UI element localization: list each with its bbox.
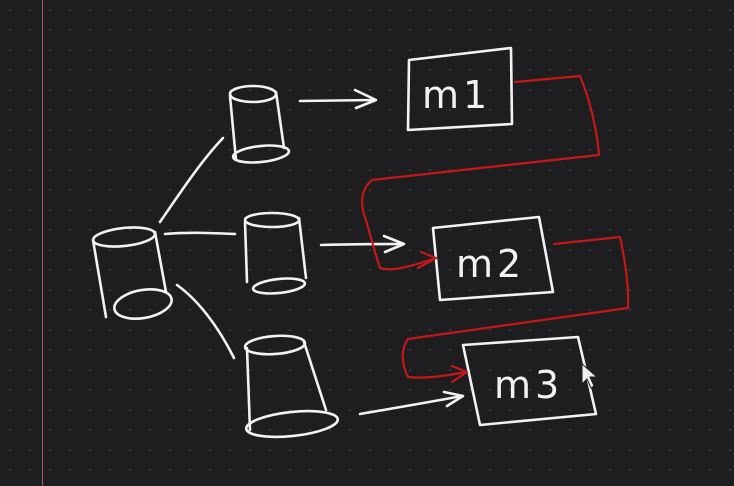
model-label-m1: m1 (422, 73, 491, 117)
branch-lines (158, 136, 237, 360)
model-box-m1[interactable]: m1 (406, 46, 514, 132)
source-database-cylinder[interactable] (91, 225, 174, 323)
database-cylinder-bottom[interactable] (243, 334, 340, 441)
arrow-to-m3 (358, 390, 465, 416)
model-box-m2[interactable]: m2 (431, 215, 555, 302)
red-connector-m2-to-m3 (401, 235, 630, 384)
model-label-m2: m2 (456, 242, 525, 286)
arrow-to-m2 (319, 234, 406, 254)
pointer-arrow-icon (581, 362, 599, 389)
database-cylinder-middle[interactable] (243, 211, 308, 296)
margin-line (42, 0, 43, 486)
model-box-m3[interactable]: m3 (461, 335, 598, 427)
database-cylinder-top[interactable] (228, 84, 291, 165)
arrow-to-m1 (298, 88, 378, 110)
red-connector-m1-to-m2 (360, 74, 601, 271)
model-label-m3: m3 (494, 363, 563, 407)
